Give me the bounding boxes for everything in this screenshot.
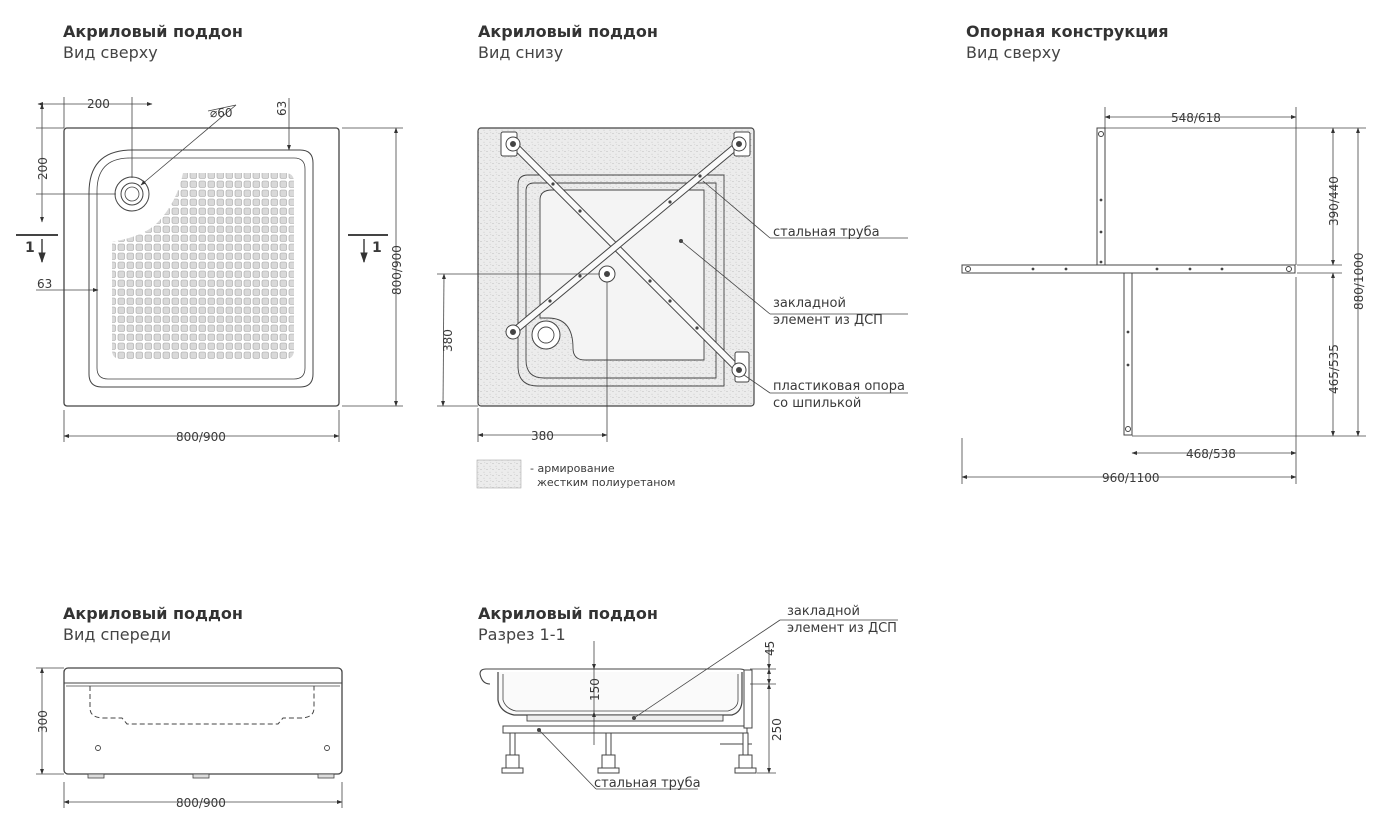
title-top-view-main: Акриловый поддон — [63, 22, 243, 41]
insert-leader-dot — [632, 716, 636, 720]
dim-top-width: 800/900 — [176, 430, 226, 444]
dim-support-465: 465/535 — [1327, 344, 1341, 394]
bottom-drain-inner — [537, 326, 555, 344]
dim-section-150: 150 — [588, 678, 602, 701]
support-structure-drawing — [961, 127, 1296, 436]
label-section-insert-line2: элемент из ДСП — [787, 621, 897, 636]
support-bar-bottom — [1123, 272, 1133, 436]
label-section-steel-pipe: стальная труба — [594, 776, 701, 791]
support-bar-horizontal — [961, 264, 1296, 274]
dim-support-960: 960/1100 — [1102, 471, 1160, 485]
bottom-view-leaders — [437, 180, 908, 442]
dim-support-390: 390/440 — [1327, 176, 1341, 226]
dim-front-300: 300 — [36, 710, 50, 733]
top-view-bowl-inner — [96, 157, 306, 380]
section-mark-right: 1 — [372, 240, 382, 256]
section-bowl-outer — [497, 672, 743, 716]
legend-line1: - армирование — [530, 462, 615, 475]
pipe-leader-dot — [537, 728, 541, 732]
top-view-antislip — [112, 173, 294, 359]
dim-top-height: 800/900 — [390, 245, 404, 295]
dim-support-880: 880/1000 — [1352, 253, 1366, 311]
label-steel-pipe: стальная труба — [773, 225, 880, 240]
title-top-view: Акриловый поддон Вид сверху — [63, 21, 243, 63]
support-dim-labels: 548/618 390/440 465/535 880/1000 468/538… — [1102, 111, 1366, 485]
label-support-line1: пластиковая опора — [773, 379, 905, 394]
front-view-hidden-bowl — [89, 686, 315, 725]
title-section-sub: Разрез 1-1 — [478, 625, 566, 644]
title-bottom-view-sub: Вид снизу — [478, 43, 564, 62]
section-legs — [501, 732, 757, 774]
title-support: Опорная конструкция Вид сверху — [966, 21, 1169, 63]
dim-front-width: 800/900 — [176, 796, 226, 810]
bottom-view-rim-1 — [517, 174, 725, 387]
dim-section-250: 250 — [770, 718, 784, 741]
dim-support-468: 468/538 — [1186, 447, 1236, 461]
top-view-dim-labels: 200 200 ⌀60 63 63 800/900 800/900 1 1 — [25, 97, 404, 444]
legend-line2: жестким полиуретаном — [537, 476, 675, 489]
title-bottom-view: Акриловый поддон Вид снизу — [478, 21, 658, 63]
title-bottom-view-main: Акриловый поддон — [478, 22, 658, 41]
top-view-dims — [16, 97, 403, 442]
section-right-wall — [743, 669, 753, 729]
drain-inner — [120, 182, 144, 206]
drain-core — [124, 186, 140, 202]
bottom-view-labels: 380 380 стальная труба закладной элемент… — [441, 225, 905, 489]
label-support-line2: со шпилькой — [773, 396, 861, 411]
top-view-drawing — [63, 127, 340, 407]
section-mark-left: 1 — [25, 240, 35, 256]
plastic-supports — [500, 131, 751, 383]
section-steel-pipe — [502, 725, 748, 734]
title-section: Акриловый поддон Разрез 1-1 — [478, 603, 658, 645]
section-bowl-inner — [502, 674, 739, 712]
front-view-drawing — [63, 667, 343, 779]
title-section-main: Акриловый поддон — [478, 604, 658, 623]
section-insert — [526, 714, 724, 722]
top-view-bowl-outer — [88, 149, 314, 388]
title-front-view: Акриловый поддон Вид спереди — [63, 603, 243, 645]
section-dims — [538, 619, 898, 790]
title-front-view-sub: Вид спереди — [63, 625, 172, 644]
dim-bottom-380-vertical: 380 — [441, 329, 455, 352]
dim-section-45: 45 — [763, 641, 777, 656]
front-view-outline — [63, 667, 343, 775]
dim-top-200-height: 200 — [36, 157, 50, 180]
label-section-insert-line1: закладной — [787, 604, 860, 619]
support-dims — [961, 107, 1366, 484]
title-top-view-sub: Вид сверху — [63, 43, 158, 62]
bottom-view-rim-2 — [525, 182, 717, 379]
bottom-view-drawing — [477, 127, 755, 407]
dim-support-548: 548/618 — [1171, 111, 1221, 125]
bottom-view-insert — [539, 189, 705, 361]
top-view-outline — [63, 127, 340, 407]
label-insert-line1: закладной — [773, 296, 846, 311]
section-drawing — [479, 668, 757, 774]
dim-top-63-vertical: 63 — [275, 101, 289, 116]
dim-bottom-380-horizontal: 380 — [531, 429, 554, 443]
dim-drain-diameter: ⌀60 — [210, 106, 233, 120]
pipe-holes — [548, 174, 702, 330]
legend-swatch — [476, 459, 522, 489]
bottom-drain-outer — [531, 320, 561, 350]
dim-top-63-horizontal: 63 — [37, 277, 52, 291]
title-support-sub: Вид сверху — [966, 43, 1061, 62]
title-support-main: Опорная конструкция — [966, 22, 1169, 41]
dim-top-200-width: 200 — [87, 97, 110, 111]
front-view-dims — [36, 667, 343, 808]
title-front-view-main: Акриловый поддон — [63, 604, 243, 623]
label-insert-line2: элемент из ДСП — [773, 313, 883, 328]
